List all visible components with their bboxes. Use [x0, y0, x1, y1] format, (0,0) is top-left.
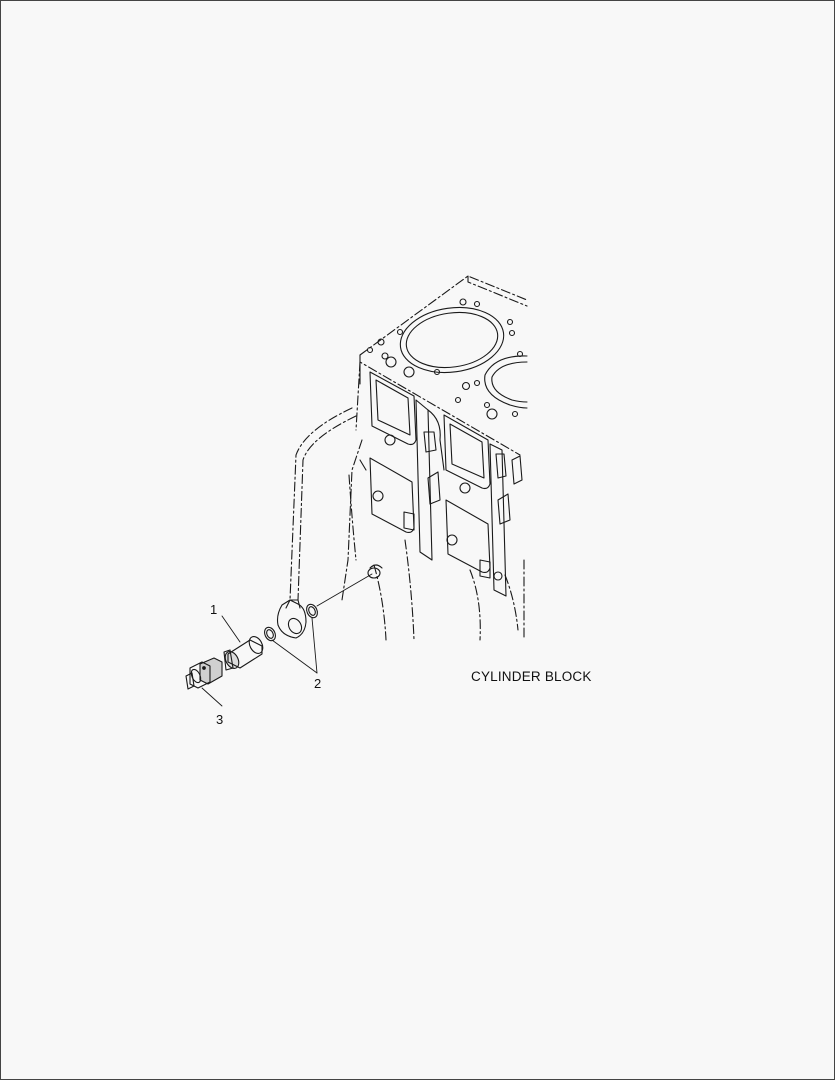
cylinder-block-detail: [359, 298, 528, 597]
callout-3: 3: [216, 712, 224, 727]
callout-2: 2: [314, 676, 322, 691]
callout-1: 1: [210, 602, 218, 617]
bolt-holes: [366, 298, 524, 420]
o-ring-upper: [306, 603, 318, 619]
pressure-switch: [185, 657, 223, 690]
assembly-leader: [316, 573, 373, 607]
adapter-fitting: [223, 636, 264, 671]
callout-leaders: [201, 615, 318, 707]
oil-line-tee: [276, 599, 307, 639]
o-ring-lower: [264, 626, 276, 642]
cylinder-block-outline: [289, 275, 528, 641]
cylinder-block-label: CYLINDER BLOCK: [471, 669, 592, 684]
